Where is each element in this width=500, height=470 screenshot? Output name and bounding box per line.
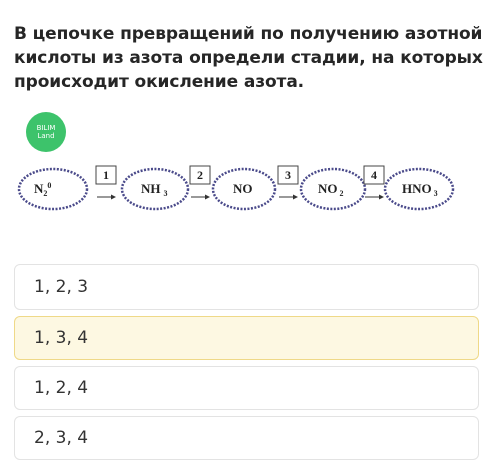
question-line-3: происходит окисление азота. (14, 72, 305, 92)
step-2-box (189, 165, 211, 185)
question-line-1: В цепочке превращений по получению азотн… (14, 24, 483, 44)
question-text: В цепочке превращений по получению азотн… (14, 22, 490, 94)
step-4-number: 4 (371, 168, 377, 182)
answer-option-2[interactable]: 1, 3, 4 (14, 316, 479, 360)
compound-no-label: NO (233, 181, 253, 196)
logo-text-line-2: Land (37, 132, 55, 140)
step-3-number: 3 (285, 168, 291, 182)
arrow-1-icon (97, 194, 116, 200)
compound-no2-ellipse (299, 167, 367, 211)
step-4-box (363, 165, 385, 185)
answer-option-1[interactable]: 1, 2, 3 (14, 264, 479, 310)
answer-option-label: 1, 2, 3 (34, 277, 89, 297)
answer-option-3[interactable]: 1, 2, 4 (14, 366, 479, 410)
answer-option-4[interactable]: 2, 3, 4 (14, 416, 479, 460)
step-1-number: 1 (103, 168, 109, 182)
compound-nh3-ellipse (120, 167, 190, 211)
bilimland-logo: BILIM Land (26, 112, 66, 152)
question-line-2: кислоты из азота определи стадии, на кот… (14, 48, 483, 68)
compound-hno3-ellipse (383, 167, 455, 211)
step-1-box (95, 165, 117, 185)
compound-n2-ellipse (17, 167, 89, 211)
arrow-4-icon (365, 194, 384, 200)
answer-options: 1, 2, 3 1, 3, 4 1, 2, 4 2, 3, 4 (14, 264, 479, 466)
compound-n2-label: N20 (34, 181, 51, 198)
answer-option-label: 2, 3, 4 (34, 428, 89, 448)
answer-option-label: 1, 3, 4 (34, 328, 89, 348)
step-2-number: 2 (197, 168, 203, 182)
compound-no-ellipse (211, 167, 277, 211)
answer-option-label: 1, 2, 4 (34, 378, 89, 398)
arrow-3-icon (279, 194, 298, 200)
step-3-box (277, 165, 299, 185)
logo-text-line-1: BILIM (36, 124, 56, 132)
arrow-2-icon (191, 194, 210, 200)
